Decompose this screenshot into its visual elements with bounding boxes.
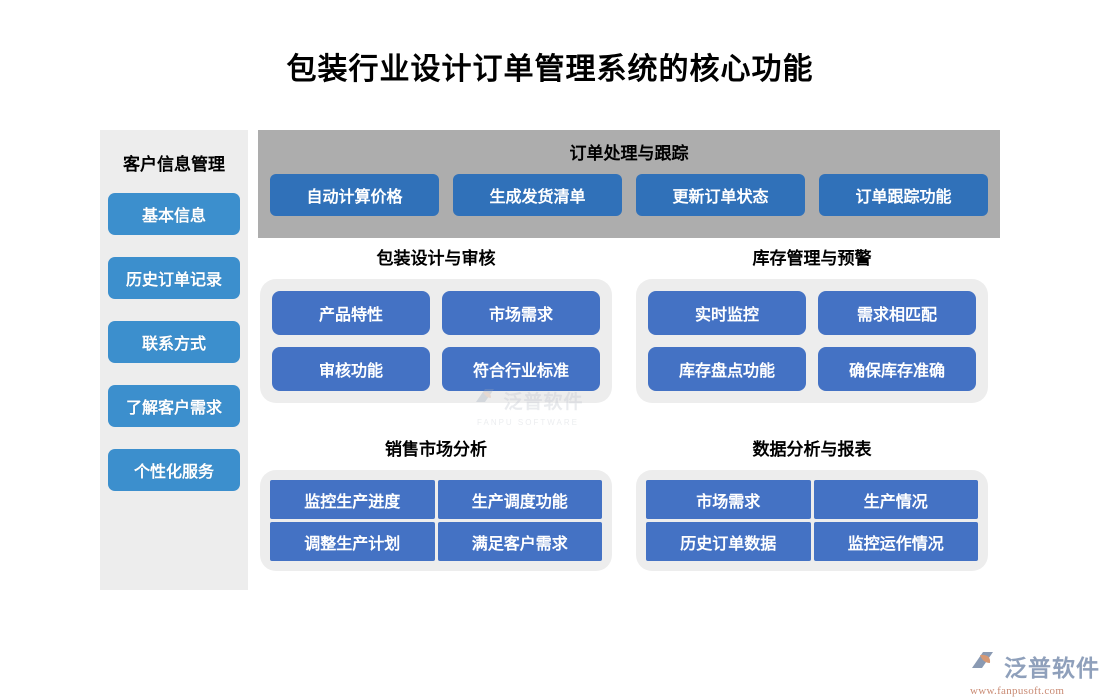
- section-card-sales-market-analysis: 监控生产进度 生产调度功能 调整生产计划 满足客户需求: [260, 470, 612, 571]
- section-title-sales-market-analysis: 销售市场分析: [385, 440, 487, 459]
- page-title: 包装行业设计订单管理系统的核心功能: [286, 53, 814, 86]
- button-historical-order-data[interactable]: 历史订单数据: [646, 522, 811, 561]
- order-button-order-tracking[interactable]: 订单跟踪功能: [819, 174, 988, 216]
- content-column: 订单处理与跟踪 自动计算价格 生成发货清单 更新订单状态 订单跟踪功能 包装设计…: [258, 130, 1000, 590]
- button-demand-match[interactable]: 需求相匹配: [818, 291, 976, 335]
- sidebar-item-customer-needs[interactable]: 了解客户需求: [108, 385, 240, 427]
- section-button-grid-data-analysis-report: 市场需求 生产情况 历史订单数据 监控运作情况: [646, 480, 978, 561]
- section-data-analysis-report: 数据分析与报表 市场需求 生产情况 历史订单数据 监控运作情况: [636, 435, 988, 571]
- order-button-update-status[interactable]: 更新订单状态: [636, 174, 805, 216]
- section-button-grid-inventory-management: 实时监控 需求相匹配 库存盘点功能 确保库存准确: [648, 291, 976, 391]
- order-button-shipping-list[interactable]: 生成发货清单: [453, 174, 622, 216]
- order-button-auto-price[interactable]: 自动计算价格: [270, 174, 439, 216]
- sidebar-item-order-history[interactable]: 历史订单记录: [108, 257, 240, 299]
- button-market-demand-report[interactable]: 市场需求: [646, 480, 811, 519]
- sidebar-item-personalized-service[interactable]: 个性化服务: [108, 449, 240, 491]
- section-card-packaging-design: 产品特性 市场需求 审核功能 符合行业标准: [260, 279, 612, 403]
- brand-name: 泛普软件: [1004, 654, 1100, 681]
- order-panel-button-row: 自动计算价格 生成发货清单 更新订单状态 订单跟踪功能: [258, 174, 1000, 216]
- button-market-demand-design[interactable]: 市场需求: [442, 291, 600, 335]
- button-stock-count[interactable]: 库存盘点功能: [648, 347, 806, 391]
- section-title-data-analysis-report: 数据分析与报表: [752, 440, 872, 459]
- section-button-grid-packaging-design: 产品特性 市场需求 审核功能 符合行业标准: [272, 291, 600, 391]
- section-card-data-analysis-report: 市场需求 生产情况 历史订单数据 监控运作情况: [636, 470, 988, 571]
- brand-url: www.fanpusoft.com: [970, 685, 1065, 697]
- section-sales-market-analysis: 销售市场分析 监控生产进度 生产调度功能 调整生产计划 满足客户需求: [260, 435, 612, 571]
- button-adjust-production-plan[interactable]: 调整生产计划: [270, 522, 435, 561]
- button-production-scheduling[interactable]: 生产调度功能: [437, 480, 602, 519]
- button-monitor-production-progress[interactable]: 监控生产进度: [270, 480, 435, 519]
- button-stock-accuracy[interactable]: 确保库存准确: [818, 347, 976, 391]
- sidebar-item-list: 基本信息 历史订单记录 联系方式 了解客户需求 个性化服务: [100, 193, 248, 491]
- order-processing-panel: 订单处理与跟踪 自动计算价格 生成发货清单 更新订单状态 订单跟踪功能: [258, 130, 1000, 238]
- section-inventory-management: 库存管理与预警 实时监控 需求相匹配 库存盘点功能 确保库存准确: [636, 244, 988, 403]
- order-panel-title: 订单处理与跟踪: [569, 144, 689, 163]
- sidebar-title: 客户信息管理: [123, 155, 225, 174]
- button-meet-customer-needs[interactable]: 满足客户需求: [437, 522, 602, 561]
- customer-info-sidebar: 客户信息管理 基本信息 历史订单记录 联系方式 了解客户需求 个性化服务: [100, 130, 248, 590]
- button-production-status[interactable]: 生产情况: [813, 480, 978, 519]
- section-card-inventory-management: 实时监控 需求相匹配 库存盘点功能 确保库存准确: [636, 279, 988, 403]
- section-packaging-design: 包装设计与审核 产品特性 市场需求 审核功能 符合行业标准: [260, 244, 612, 403]
- button-review-function[interactable]: 审核功能: [272, 347, 430, 391]
- fanpu-logo-icon: [968, 648, 998, 683]
- section-title-packaging-design: 包装设计与审核: [376, 249, 496, 268]
- sidebar-item-basic-info[interactable]: 基本信息: [108, 193, 240, 235]
- button-monitor-operation-status[interactable]: 监控运作情况: [813, 522, 978, 561]
- diagram-root: 客户信息管理 基本信息 历史订单记录 联系方式 了解客户需求 个性化服务 订单处…: [100, 130, 1000, 590]
- section-title-inventory-management: 库存管理与预警: [752, 249, 872, 268]
- button-realtime-monitor[interactable]: 实时监控: [648, 291, 806, 335]
- sidebar-item-contact[interactable]: 联系方式: [108, 321, 240, 363]
- section-button-grid-sales-market-analysis: 监控生产进度 生产调度功能 调整生产计划 满足客户需求: [270, 480, 602, 561]
- brand-logo: 泛普软件 www.fanpusoft.com: [968, 648, 1100, 697]
- brand-logo-row: 泛普软件: [968, 648, 1100, 683]
- button-product-features[interactable]: 产品特性: [272, 291, 430, 335]
- button-industry-standard[interactable]: 符合行业标准: [442, 347, 600, 391]
